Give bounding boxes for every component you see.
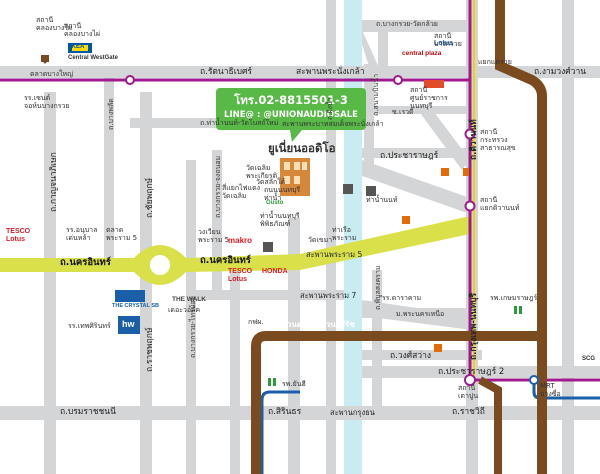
blue-line-west <box>260 390 300 474</box>
callout-pointer <box>290 130 302 142</box>
nakhon-in-road <box>0 216 470 285</box>
place-lotus-rama5: เดอะวอล์ค <box>168 306 201 314</box>
hw-logo: hw <box>122 319 135 329</box>
road-pibul: ถ.พิบูลสงคราม <box>374 265 382 311</box>
seven-eleven-icon <box>441 168 449 176</box>
road-bangkruai-left: ถ.บางกรวย-วัดกล้วย <box>376 20 438 28</box>
place-rong-rian: รร.เทพศิรินทร์ <box>68 322 111 330</box>
place-phranang-pier: ท่าเรือ พระราม <box>332 226 357 243</box>
station-yaek-khae-rai: แยกแคราย <box>478 58 512 66</box>
station-khlong-bang-phai: สถานี คลองบางไผ่ <box>36 16 73 33</box>
road-pier: ถ.ท่าน้ำนนท์-วัดโบสถ์ใหม่ <box>200 119 279 127</box>
crystal-icon <box>115 290 145 302</box>
bridge-new: สะพานพระบาทสมเด็จพระนั่งเกล้า <box>282 120 384 128</box>
expressway-north <box>495 0 547 336</box>
tesco-lotus-mid-logo: TESCO Lotus <box>228 268 253 283</box>
bridge-rama7: สะพานพระราม 7 <box>300 291 357 300</box>
place-rp-yanhee: รพ.ยันฮี <box>282 380 306 388</box>
road-wongsawang: ถ.วงศ์สว่าง <box>390 351 432 361</box>
station-talad-bang-yai: ตลาดบางใหญ่ <box>30 70 74 78</box>
road-chaiyaphruek: ถ.ชัยพฤกษ์ <box>145 177 155 218</box>
ikea-logo: IKEA <box>70 44 85 50</box>
place-tha-nam-nont: ท่าน้ำนนทบุรี พิพิธภัณฑ์ <box>260 212 300 229</box>
bridge-rama5: สะพานพระราม 5 <box>306 250 363 259</box>
contact-callout: โทร.02-8815501-3 LINE@ : @UNIONAUDIOSALE <box>216 88 366 130</box>
place-phra-nang-road: ถนนนนทบุรี ท่าน้ำ <box>264 186 301 203</box>
place-talad-rama5: ตลาด พระราม 5 <box>106 226 138 243</box>
hw-icon <box>118 316 140 334</box>
place-rr-dao: รร.ดาราคาม <box>382 294 422 302</box>
road-nakhon-in-left: ถ.นครอินทร์ <box>60 257 111 268</box>
road-sirindhorn: ถ.สิรินธร <box>268 407 302 417</box>
scg-logo: SCG <box>582 356 596 362</box>
rama5-roundabout <box>144 249 176 281</box>
road-sanambinnam: ถ.สนามบินน้ำ <box>372 73 380 116</box>
road-bangkruai-jongthanom: ถ.บางกรวย-จงถนอม <box>214 155 222 218</box>
road-borom: ถ.บรมราชชนนี <box>60 407 116 417</box>
station-tao-poon: สถานี เตาปูน <box>458 384 479 401</box>
station-krasuang: สถานี กระทรวง สาธารณสุข <box>480 128 516 153</box>
road-nakhon-in-mid: ถ.นครอินทร์ <box>200 255 251 266</box>
school-icon <box>263 242 273 252</box>
place-wat-chaloem: วัดเฉลิม พระเกียรติ <box>246 164 278 181</box>
place-khlong-bang-phai: สถานี คลองบางไผ่ <box>64 22 101 39</box>
central-plaza-logo: central plaza <box>402 50 442 57</box>
place-dist-office: วัดเขมา <box>308 236 333 244</box>
road-ngamwongwan: ถ.งามวงศ์วาน <box>534 67 587 77</box>
central-westgate-logo: Central WestGate <box>68 55 118 61</box>
makro-logo: makro <box>228 236 253 245</box>
gusto-logo: Gusto <box>266 200 284 206</box>
crystal-logo: THE CRYSTAL SB <box>112 303 159 309</box>
line-id[interactable]: LINE@ : @UNIONAUDIOSALE <box>224 110 358 120</box>
road-krungthep-nonthaburi: ถ.กรุงเทพ-นนทบุรี <box>469 292 479 360</box>
road-expressway-srirat: ส่วนต่อทางด่วนศรีรัช <box>282 320 355 329</box>
road-pracharat-top: ถ.ประชาราษฎร์ <box>380 151 439 161</box>
place-anuban: รร.อนุบาล เด่นหล้า <box>66 226 98 243</box>
place-kpp: กฟผ. <box>248 318 264 326</box>
place-wat-salak: วัดสลักใต้ <box>256 178 286 186</box>
place-sriyan: สี่แยกไฟแดง วัดเฉลิม <box>222 184 261 201</box>
road-tiwanon: ถ.ติวานนท์ <box>469 119 479 160</box>
place-wongwian: วงเวียน พระราม 5 <box>198 228 230 245</box>
road-fai-nam: ถ.ฝั่งน้ำ <box>326 97 334 120</box>
place-rp-kasem: รพ.เกษมราษฎร์ <box>490 294 538 302</box>
road-phra-nang-klao: สะพานพระนั่งเกล้า <box>296 67 365 77</box>
station-samakkhi: สถานี ศูนย์ราชการ นนทบุรี <box>410 86 448 111</box>
road-rattanathibet: ถ.รัตนาธิเบศร์ <box>200 67 252 77</box>
place-nonthaburi-pier: ท่าน้ำนนท์ <box>366 196 398 204</box>
place-phrom: รร.เซนต์ จอห์นบางกรวย <box>24 94 70 111</box>
tesco-lotus-left-logo: TESCO Lotus <box>6 228 31 243</box>
road-soi-rewadee: ซ.เรวดี <box>392 108 414 116</box>
station-tiwanon: สถานี แยกติวานนท์ <box>480 196 520 213</box>
expressway-srirat <box>251 331 547 474</box>
thewalk-logo: THE WALK <box>172 296 206 303</box>
expressway-spur <box>478 376 502 474</box>
station-bang-son: MRT บางซื่อ <box>540 382 561 399</box>
phone-number[interactable]: โทร.02-8815501-3 <box>234 93 348 107</box>
station-bangkruai: สถานี บางกรวย <box>434 32 462 49</box>
bridge-krungthon: สะพานกรุงธน <box>330 408 375 417</box>
pier-icon <box>343 184 353 194</box>
honda-logo: HONDA <box>262 268 288 275</box>
road-bang-phlat: ถ.บางพลัด <box>107 98 115 130</box>
shop-name: ยูเนี่ยนออดิโอ <box>268 141 336 155</box>
place-thai-school: ม.พระนครเหนือ <box>396 310 445 318</box>
road-ratchaphruek: ถ.ราชพฤกษ์ <box>145 327 155 372</box>
lotus-top-logo: Lotus <box>434 40 454 47</box>
road-ratchawithi: ถ.ราชวิถี <box>452 407 485 417</box>
road-kanchana: ถ.กาญจนาภิเษก <box>49 152 59 212</box>
cart-icon <box>41 55 49 62</box>
station-markers <box>125 75 539 386</box>
road-pracharat-bottom: ถ.ประชาราษฎร์ 2 <box>438 367 505 377</box>
